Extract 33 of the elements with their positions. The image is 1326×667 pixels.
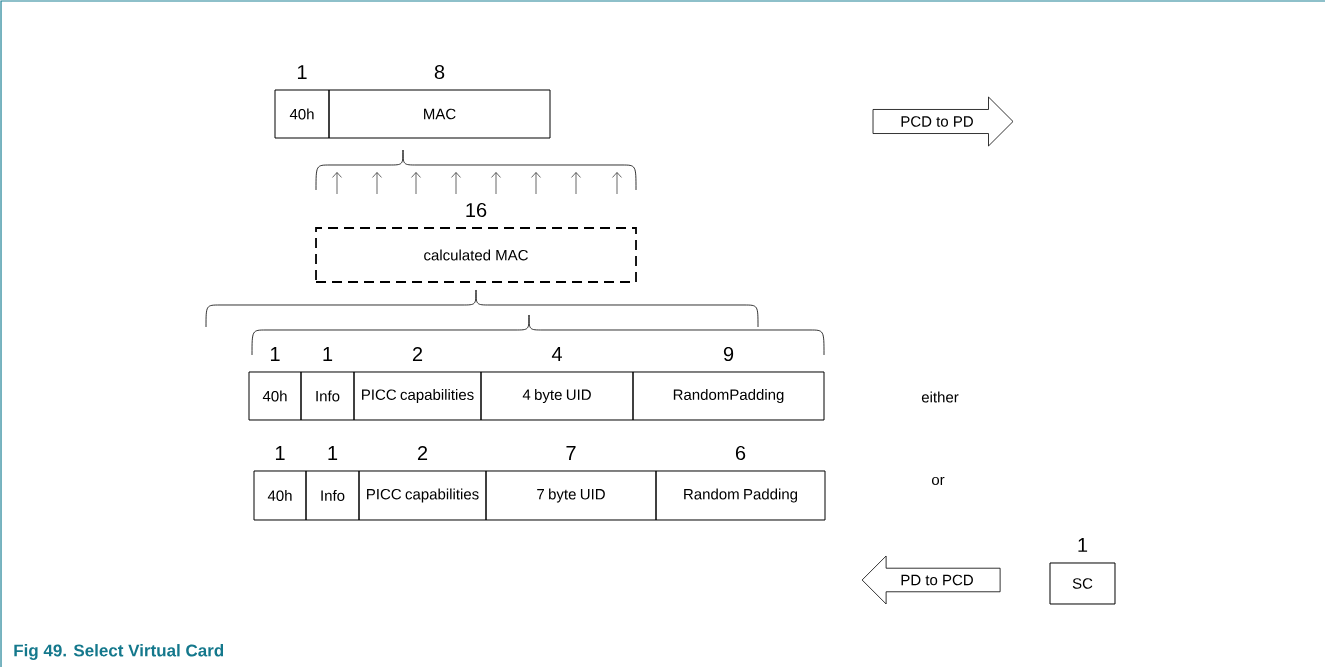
- note-text: either: [921, 391, 959, 403]
- byte-count: 6: [735, 445, 746, 461]
- field-cell: 7 byte UID: [485, 470, 657, 521]
- field-cell: 40h: [248, 371, 302, 421]
- field-cell: 4 byte UID: [480, 371, 634, 421]
- byte-count: 1: [270, 347, 280, 361]
- byte-count: 2: [412, 347, 423, 361]
- byte-count: 9: [723, 346, 734, 362]
- byte-count: 7: [566, 446, 576, 460]
- field-cell: 40h: [253, 470, 307, 521]
- figure-caption: Fig 49. Select Virtual Card: [14, 644, 224, 660]
- byte-count: 1: [323, 347, 333, 361]
- byte-count: 1: [1078, 538, 1088, 552]
- field-cell: RandomPadding: [632, 371, 825, 421]
- field-cell: 40h: [274, 89, 330, 139]
- byte-count: 8: [434, 64, 445, 80]
- dashed-box: calculated MAC: [315, 227, 637, 283]
- byte-count: 1: [297, 65, 307, 79]
- field-cell: MAC: [328, 89, 551, 139]
- field-cell: Random Padding: [655, 470, 826, 521]
- field-cell: Info: [305, 470, 360, 521]
- direction-arrow-box: PD to PCD: [861, 555, 1001, 605]
- field-cell: PICC capabilities: [353, 371, 482, 421]
- byte-count: 16: [466, 202, 487, 218]
- field-cell: SC: [1049, 562, 1116, 605]
- byte-count: 1: [328, 446, 338, 460]
- byte-count: 2: [417, 446, 428, 460]
- note-text: or: [931, 476, 945, 486]
- direction-arrow-box: PCD to PD: [872, 96, 1014, 147]
- byte-count: 1: [275, 446, 285, 460]
- byte-count: 4: [551, 347, 562, 361]
- field-cell: Info: [300, 371, 355, 421]
- field-cell: PICC capabilities: [358, 470, 487, 521]
